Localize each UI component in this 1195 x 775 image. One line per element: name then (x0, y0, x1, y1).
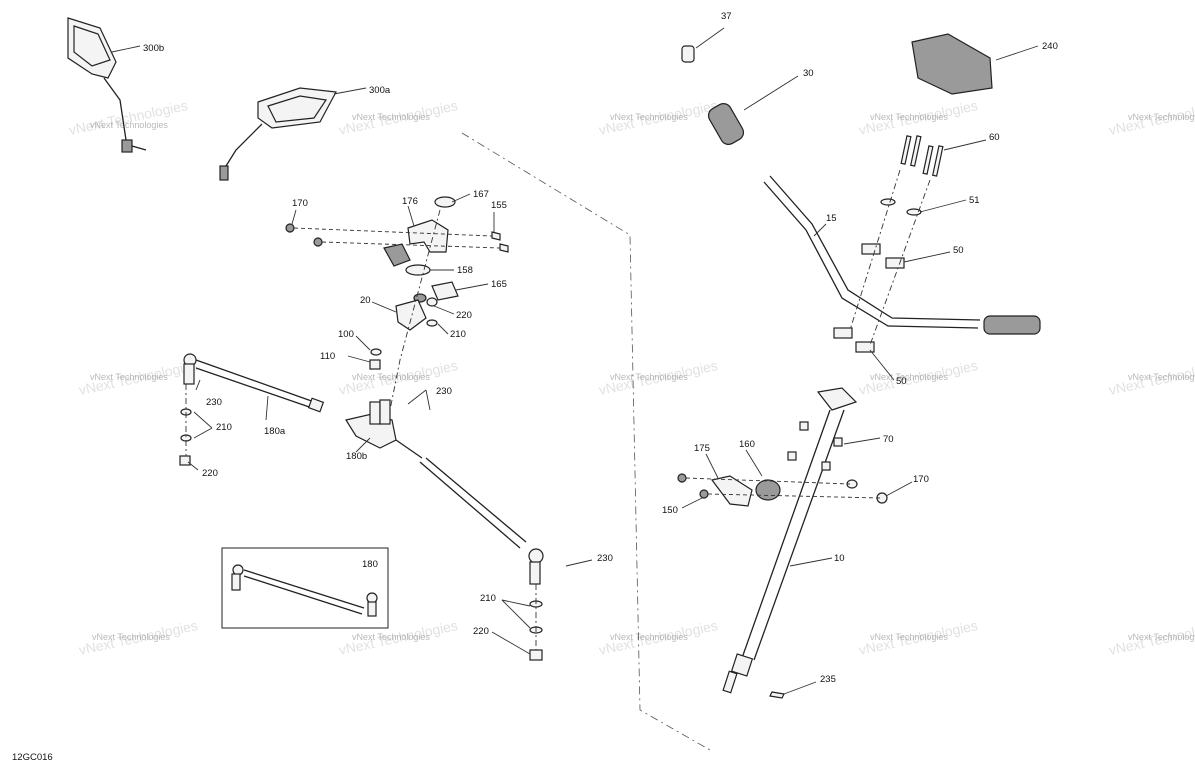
watermark-text: vNext Technologies (870, 372, 948, 382)
callout-300a: 300a (369, 85, 391, 96)
callout-180a: 180a (264, 426, 286, 437)
watermark-text: vNext Technologies (870, 632, 948, 642)
watermark-text: vNext Technologies (610, 372, 688, 382)
callout-100: 100 (338, 329, 354, 340)
watermark-text: vNext Technologies (1128, 632, 1195, 642)
upper-bracket-parts (285, 196, 509, 411)
tie-rod-right (419, 457, 544, 661)
callout-15: 15 (826, 213, 837, 224)
assembly-boundary-line (461, 132, 711, 751)
callout-51: 51 (969, 195, 980, 206)
callout-60: 60 (989, 132, 1000, 143)
drawing-reference: 12GC016 (12, 752, 53, 763)
callout-176: 176 (402, 196, 418, 207)
callout-210: 210 (216, 422, 232, 433)
callout-220: 220 (473, 626, 489, 637)
handlebar-parts (681, 33, 1041, 353)
leader-lines (111, 27, 1039, 695)
callout-167: 167 (473, 189, 489, 200)
callout-235: 235 (820, 674, 836, 685)
watermark-text: vNext Technologies (352, 632, 430, 642)
svg-text:vNext Technologies: vNext Technologies (67, 97, 189, 138)
callout-158: 158 (457, 265, 473, 276)
watermark-text: vNext Technologies (352, 372, 430, 382)
mirror-300b (67, 17, 147, 153)
mirror-300a (219, 87, 337, 181)
watermark-text: vNext Technologies (610, 632, 688, 642)
watermark-text: vNext Technologies (90, 120, 168, 130)
watermark-text: vNext Technologies (610, 112, 688, 122)
callout-10: 10 (834, 553, 845, 564)
watermark-text: vNext Technologies (92, 632, 170, 642)
callout-155: 155 (491, 200, 507, 211)
callout-160: 160 (739, 439, 755, 450)
pitman-arm-180b (345, 399, 423, 459)
callout-220: 220 (456, 310, 472, 321)
callout-150: 150 (662, 505, 678, 516)
callout-300b: 300b (143, 43, 164, 54)
callout-180b: 180b (346, 451, 367, 462)
watermark-text: vNext Technologies (1128, 372, 1195, 382)
callout-230: 230 (436, 386, 452, 397)
callout-230: 230 (597, 553, 613, 564)
callout-170: 170 (292, 198, 308, 209)
callout-110: 110 (320, 351, 335, 362)
watermark-text: vNext Technologies (870, 112, 948, 122)
callout-165: 165 (491, 279, 507, 290)
callout-230: 230 (206, 397, 222, 408)
inset-box-180 (221, 547, 389, 629)
steering-column-10 (677, 387, 888, 699)
watermark-text: vNext Technologies (1128, 112, 1195, 122)
callout-170: 170 (913, 474, 929, 485)
callout-175: 175 (694, 443, 710, 454)
callout-50: 50 (953, 245, 964, 256)
callout-210: 210 (480, 593, 496, 604)
callout-210: 210 (450, 329, 466, 340)
callout-70: 70 (883, 434, 894, 445)
callout-220: 220 (202, 468, 218, 479)
callouts: 300b 300a 170 176 167 155 158 165 220 20… (143, 11, 1058, 685)
callout-37: 37 (721, 11, 732, 22)
callout-240: 240 (1042, 41, 1058, 52)
callout-20: 20 (360, 295, 371, 306)
callout-180: 180 (362, 559, 378, 570)
callout-30: 30 (803, 68, 814, 79)
callout-50: 50 (896, 376, 907, 387)
watermark-text: vNext Technologies (90, 372, 168, 382)
tie-rod-180a (179, 353, 325, 466)
watermark-text: vNext Technologies (352, 112, 430, 122)
